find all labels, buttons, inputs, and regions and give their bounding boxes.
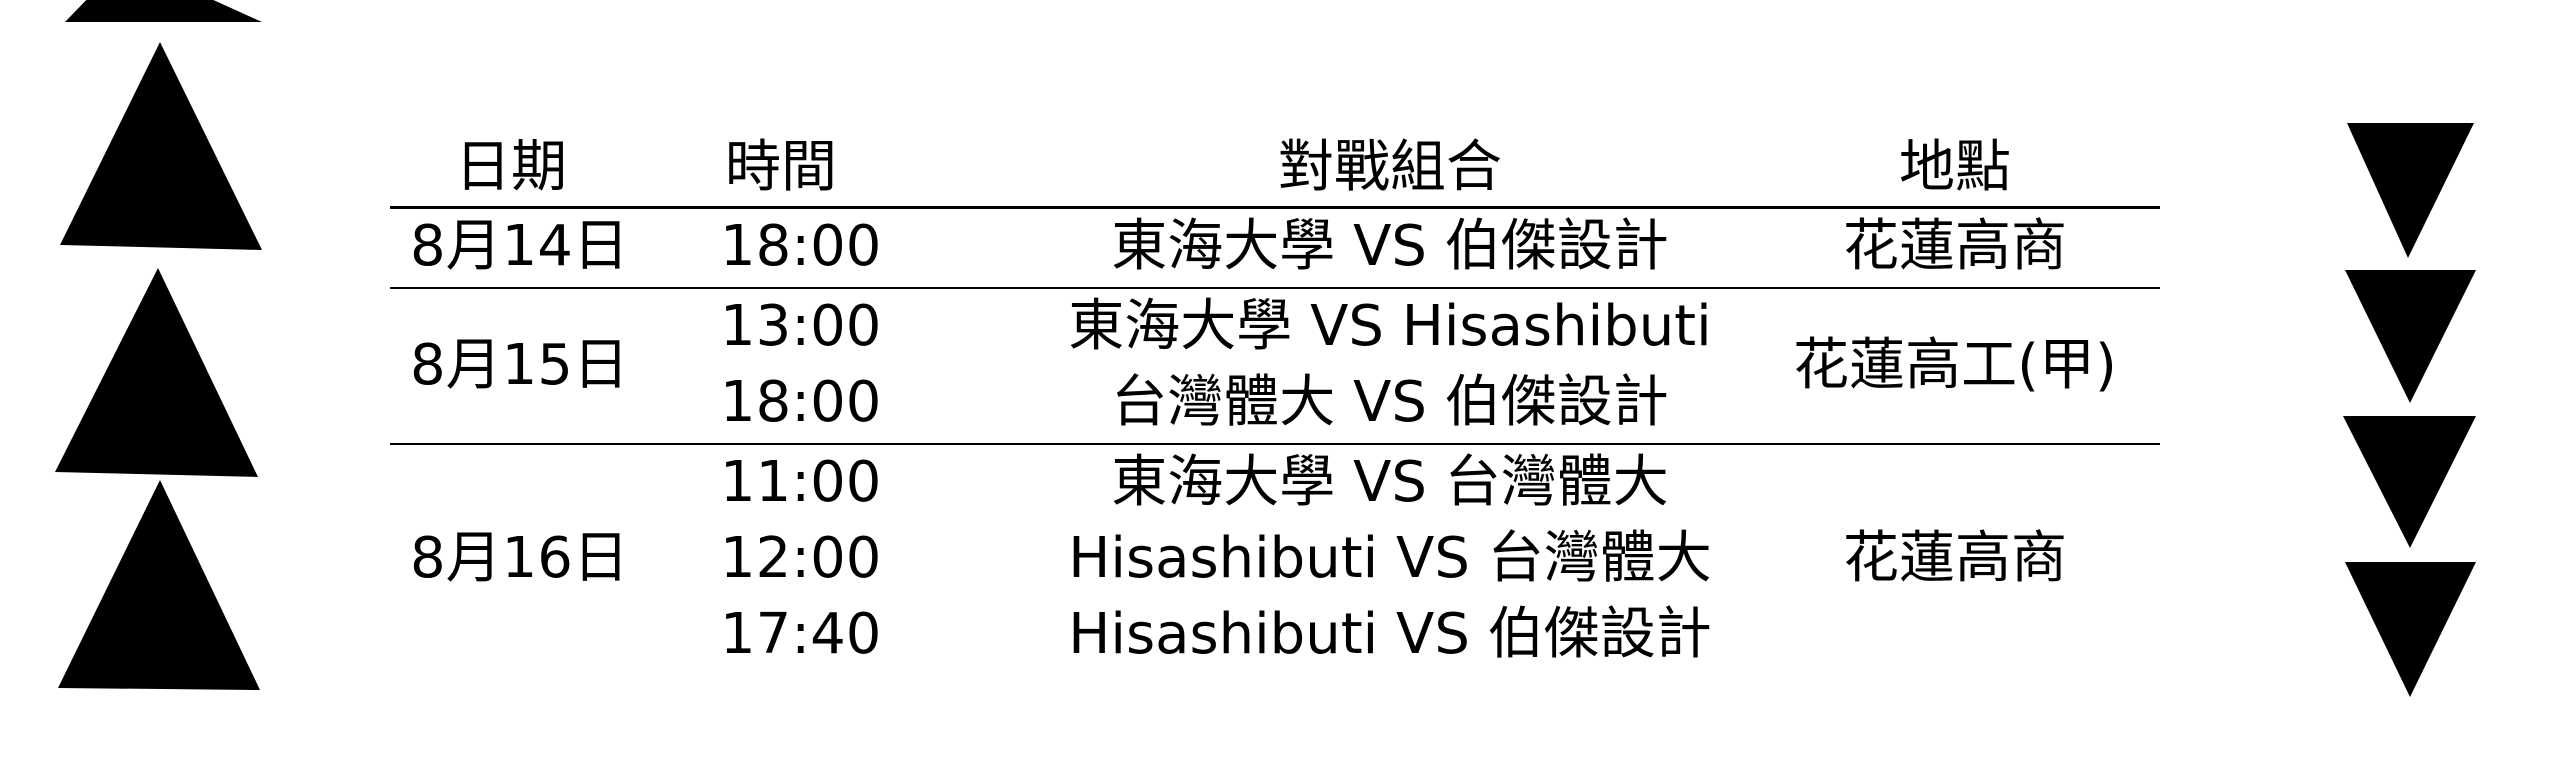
down-triangle-icon	[2347, 123, 2474, 258]
right-triangles	[2343, 123, 2476, 697]
header-match: 對戰組合	[1278, 135, 1502, 200]
match-schedule-table: 日期 時間 對戰組合 地點 8月14日 18:00 東海大學 VS 伯傑設計 花…	[390, 130, 2160, 673]
row-venue: 花蓮高商	[1843, 526, 2067, 591]
table-row: 8月14日 18:00 東海大學 VS 伯傑設計 花蓮高商	[390, 209, 2160, 289]
up-triangle-icon	[55, 268, 258, 477]
row-venue: 花蓮高工(甲)	[1793, 333, 2117, 398]
table-row: 8月16日 11:00 12:00 17:40 東海大學 VS 台灣體大 His…	[390, 445, 2160, 673]
time-cell: 12:00	[720, 526, 882, 591]
match-cell: 東海大學 VS 伯傑設計	[1111, 214, 1669, 279]
left-triangles	[55, 0, 262, 690]
match-cell: 東海大學 VS 台灣體大	[1111, 450, 1669, 515]
header-time: 時間	[725, 135, 837, 200]
down-triangle-icon	[2345, 270, 2476, 403]
row-venue: 花蓮高商	[1843, 214, 2067, 279]
up-triangle-icon	[58, 480, 260, 690]
row-matches: 東海大學 VS 台灣體大 Hisashibuti VS 台灣體大 Hisashi…	[1050, 445, 1730, 673]
row-date: 8月14日	[410, 214, 629, 279]
row-times: 18:00	[720, 209, 881, 285]
header-venue: 地點	[1899, 135, 2011, 200]
row-times: 13:00 18:00	[720, 289, 881, 441]
match-cell: Hisashibuti VS 伯傑設計	[1068, 602, 1712, 667]
up-triangle-icon	[65, 0, 262, 22]
row-matches: 東海大學 VS 伯傑設計	[1050, 209, 1730, 285]
match-cell: 台灣體大 VS 伯傑設計	[1111, 370, 1669, 435]
time-cell: 11:00	[720, 450, 882, 515]
match-cell: 東海大學 VS Hisashibuti	[1068, 294, 1712, 359]
time-cell: 18:00	[720, 370, 882, 435]
header-date: 日期	[455, 135, 567, 200]
table-row: 8月15日 13:00 18:00 東海大學 VS Hisashibuti 台灣…	[390, 289, 2160, 445]
table-header-row: 日期 時間 對戰組合 地點	[390, 130, 2160, 209]
down-triangle-icon	[2343, 416, 2476, 548]
row-times: 11:00 12:00 17:40	[720, 445, 881, 673]
row-matches: 東海大學 VS Hisashibuti 台灣體大 VS 伯傑設計	[1050, 289, 1730, 441]
down-triangle-icon	[2345, 562, 2476, 697]
time-cell: 17:40	[720, 602, 882, 667]
row-date: 8月16日	[410, 526, 629, 591]
time-cell: 18:00	[720, 214, 882, 279]
row-date: 8月15日	[410, 333, 629, 398]
up-triangle-icon	[60, 42, 262, 250]
match-cell: Hisashibuti VS 台灣體大	[1068, 526, 1712, 591]
time-cell: 13:00	[720, 294, 882, 359]
